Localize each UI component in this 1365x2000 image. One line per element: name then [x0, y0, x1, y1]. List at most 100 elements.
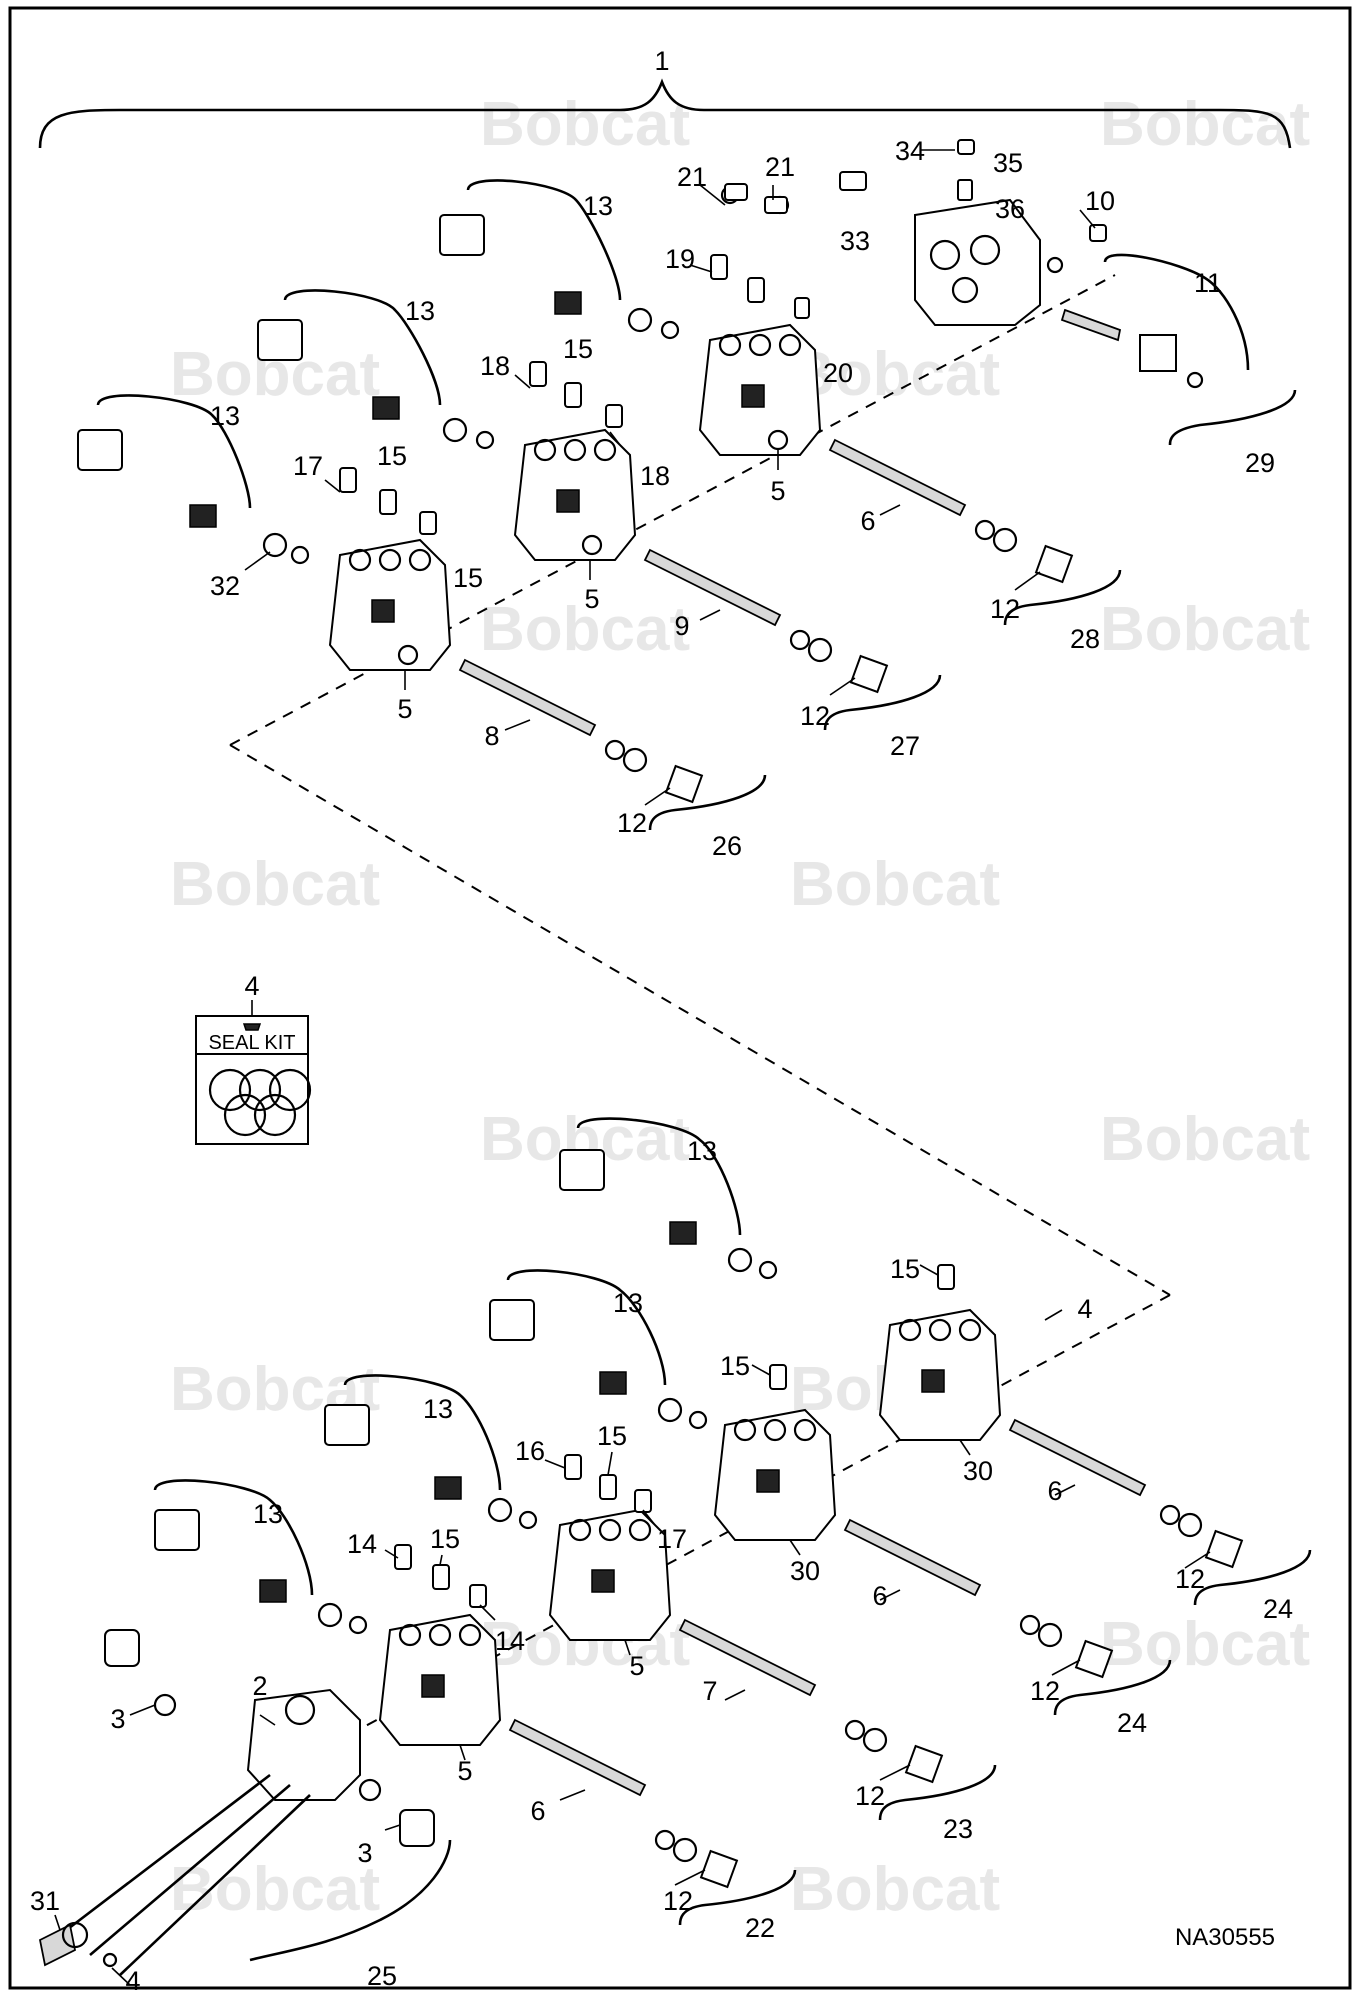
- leader-lines-bottom: [54, 1264, 1211, 1986]
- leader-lines-top: [244, 149, 1096, 806]
- callout: 14: [495, 1626, 525, 1656]
- callout: 21: [765, 152, 795, 182]
- callout: 12: [663, 1886, 693, 1916]
- callout: 18: [480, 351, 510, 381]
- alignment-line: [229, 744, 1171, 1296]
- callout: 22: [745, 1913, 775, 1943]
- relief-valves-bottom: [394, 1264, 955, 1608]
- callout: 12: [990, 594, 1020, 624]
- inlet-section-top: [914, 198, 1041, 326]
- watermark: Bobcat: [170, 1855, 380, 1924]
- brace: [343, 1374, 502, 1491]
- callout: 4: [244, 971, 259, 1001]
- callout: 12: [800, 701, 830, 731]
- callout: 26: [712, 831, 742, 861]
- callout: 10: [1085, 186, 1115, 216]
- brace: [466, 179, 622, 301]
- watermark: Bobcat: [790, 340, 1000, 409]
- callout: 33: [840, 226, 870, 256]
- callout: 11: [1194, 268, 1222, 298]
- callout: 12: [617, 808, 647, 838]
- callout: 18: [640, 461, 670, 491]
- callout: 6: [860, 506, 875, 536]
- callout: 5: [629, 1651, 644, 1681]
- brace: [678, 1869, 797, 1926]
- callout: 12: [855, 1781, 885, 1811]
- callout: 15: [377, 441, 407, 471]
- callout: 5: [457, 1756, 472, 1786]
- brace: [1003, 569, 1122, 626]
- callout: 16: [515, 1436, 545, 1466]
- callout: 12: [1030, 1676, 1060, 1706]
- drawing-number: NA30555: [1175, 1924, 1275, 1951]
- brace: [1103, 253, 1250, 371]
- watermark-layer: Bobcat Bobcat Bobcat Bobcat Bobcat Bobca…: [170, 90, 1310, 1924]
- callout: 13: [613, 1288, 643, 1318]
- callout: 24: [1263, 1594, 1293, 1624]
- valve-section-bottom-3: [713, 1408, 837, 1541]
- port-plugs: [104, 1629, 435, 1847]
- callout: 5: [584, 584, 599, 614]
- brace: [1193, 1549, 1312, 1606]
- brace: [1053, 1659, 1172, 1716]
- cap-bottom: [699, 1529, 1244, 1889]
- callout: 13: [687, 1136, 717, 1166]
- callout: 32: [210, 571, 240, 601]
- callout: 27: [890, 731, 920, 761]
- watermark: Bobcat: [480, 90, 690, 159]
- callout: 29: [1245, 448, 1275, 478]
- callout-labels: 1 34 35 36 21 21 33 10 11 13 19 20 13 15…: [30, 46, 1293, 1996]
- spool-top: [458, 438, 967, 737]
- brace: [249, 1839, 452, 1962]
- end-section: [38, 1688, 361, 1976]
- callout: 8: [484, 721, 499, 751]
- brace: [153, 1479, 314, 1596]
- seal-kit-label: SEAL KIT: [208, 1032, 295, 1054]
- callout: 13: [583, 191, 613, 221]
- spool-bottom: [508, 1418, 1147, 1797]
- brace: [96, 394, 252, 509]
- cap-top: [664, 544, 1074, 804]
- callout: 15: [597, 1421, 627, 1451]
- callout: 24: [1117, 1708, 1147, 1738]
- solenoid-assembly: [1060, 308, 1177, 372]
- callout: 13: [210, 401, 240, 431]
- callout: 21: [677, 162, 707, 192]
- callout: 17: [657, 1524, 687, 1554]
- watermark: Bobcat: [1100, 90, 1310, 159]
- brace: [283, 289, 442, 406]
- brace: [648, 774, 767, 831]
- brace: [506, 1269, 667, 1386]
- actuator-cap-bottom: [154, 1149, 697, 1603]
- callout: 12: [1175, 1564, 1205, 1594]
- o-rings-bottom: [61, 1247, 1203, 1968]
- watermark: Bobcat: [1100, 1105, 1310, 1174]
- callout: 4: [125, 1966, 140, 1996]
- callout: 5: [770, 476, 785, 506]
- brace: [823, 674, 942, 731]
- valve-section-bottom-1: [378, 1613, 502, 1746]
- callout: 4: [1077, 1294, 1092, 1324]
- callout: 7: [702, 1676, 717, 1706]
- watermark: Bobcat: [480, 595, 690, 664]
- callout: 6: [1047, 1476, 1062, 1506]
- callout: 19: [665, 244, 695, 274]
- relief-valves-top: [339, 139, 1107, 535]
- seal-kit-box: SEAL KIT: [195, 1000, 312, 1145]
- callout: 34: [895, 136, 925, 166]
- callout: 14: [347, 1529, 377, 1559]
- callout: 20: [823, 358, 853, 388]
- callout: 1: [654, 46, 669, 76]
- callout: 9: [674, 611, 689, 641]
- assembly-brace: [38, 78, 1292, 149]
- callout: 5: [397, 694, 412, 724]
- callout: 6: [530, 1796, 545, 1826]
- callout: 15: [890, 1254, 920, 1284]
- callout: 35: [993, 148, 1023, 178]
- actuator-cap-top: [77, 214, 582, 528]
- callout: 3: [110, 1704, 125, 1734]
- callout: 28: [1070, 624, 1100, 654]
- callout: 13: [405, 296, 435, 326]
- callout: 2: [252, 1671, 267, 1701]
